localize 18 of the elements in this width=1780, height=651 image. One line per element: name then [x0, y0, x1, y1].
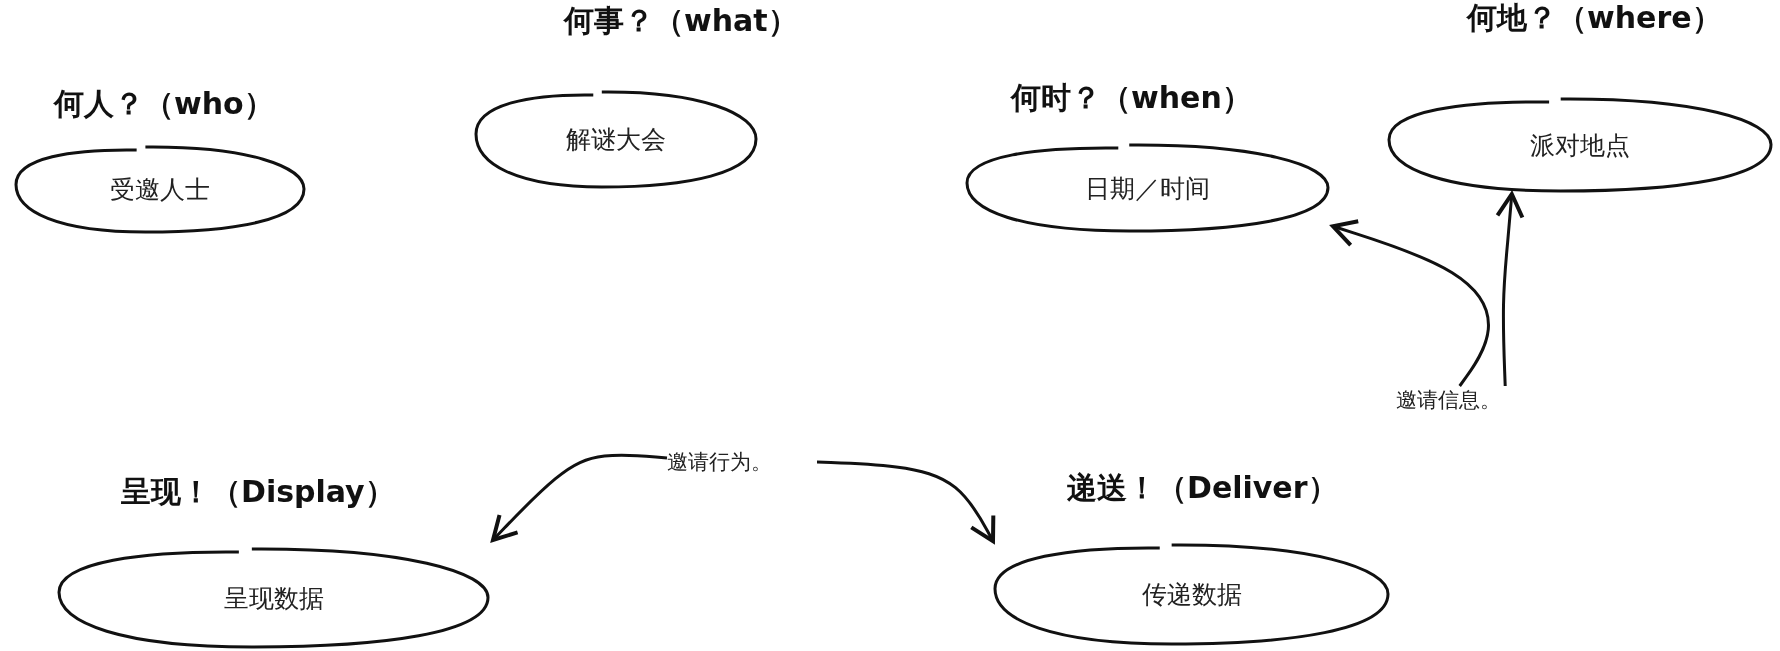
- question-heading: 何时？（when）: [1011, 80, 1252, 116]
- curved-arrow: [491, 453, 668, 542]
- annotation-text: 邀请行为。: [667, 448, 817, 478]
- node-text: 传递数据: [1140, 578, 1243, 611]
- curved-arrow: [816, 460, 996, 544]
- node-text: 呈现数据: [222, 582, 325, 614]
- node-text: 派对地点: [1529, 129, 1631, 161]
- question-heading: 何地？（where）: [1467, 0, 1722, 36]
- annotation-text: 邀请信息。: [1396, 386, 1526, 416]
- question-heading: 何事？（what）: [564, 3, 798, 39]
- question-heading: 何人？（who）: [54, 86, 274, 122]
- curved-arrow: [1331, 219, 1490, 387]
- curved-arrow: [1495, 192, 1525, 387]
- question-heading: 呈现！（Display）: [121, 474, 395, 510]
- node-text: 解谜大会: [565, 123, 667, 156]
- node-text: 日期／时间: [1084, 172, 1211, 204]
- node-text: 受邀人士: [109, 173, 211, 206]
- question-heading: 递送！（Deliver）: [1067, 470, 1338, 506]
